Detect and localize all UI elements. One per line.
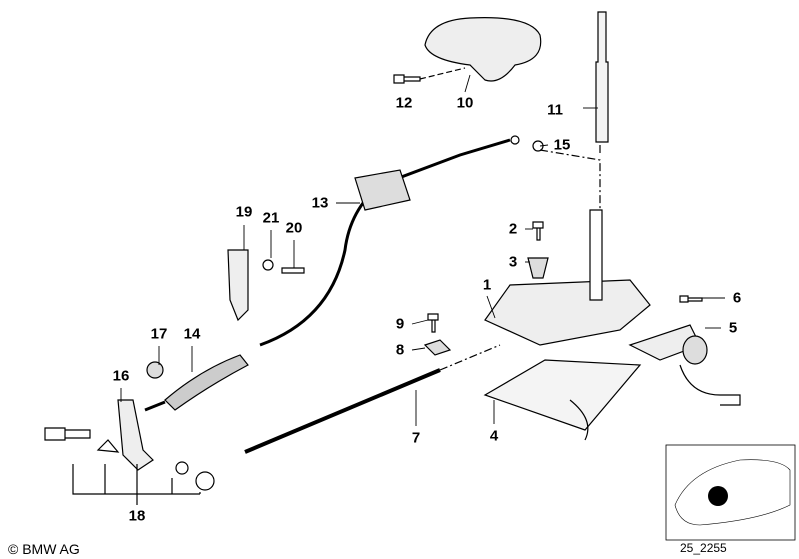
part-11-selector-rod[interactable] [595, 11, 609, 143]
callout-9[interactable]: 9 [395, 315, 405, 333]
callout-17[interactable]: 17 [150, 325, 168, 343]
callout-12[interactable]: 12 [395, 94, 413, 112]
callout-16[interactable]: 16 [112, 367, 130, 385]
callout-11[interactable]: 11 [547, 101, 563, 119]
copyright: © BMW AG [8, 541, 80, 557]
callout-18[interactable]: 18 [128, 507, 146, 525]
callout-15[interactable]: 15 [553, 136, 571, 154]
part-1-shift-housing[interactable] [484, 279, 651, 346]
callout-1[interactable]: 1 [482, 276, 492, 294]
part-18-bolt[interactable] [44, 427, 91, 441]
part-12-screw[interactable] [393, 74, 421, 84]
callout-13[interactable]: 13 [311, 194, 329, 212]
part-17-bushing[interactable] [146, 361, 164, 379]
location-marker-dot [708, 486, 728, 506]
part-3-clip[interactable] [527, 257, 549, 279]
part-20-bolt[interactable] [281, 267, 305, 274]
reference-code: 25_2255 [680, 541, 727, 555]
part-10-shift-knob[interactable] [424, 17, 542, 82]
callout-7[interactable]: 7 [411, 429, 421, 447]
vehicle-location-inset [665, 444, 796, 541]
callout-6[interactable]: 6 [732, 289, 742, 307]
callout-10[interactable]: 10 [456, 94, 474, 112]
part-14-bellows[interactable] [164, 354, 249, 411]
callout-20[interactable]: 20 [285, 219, 303, 237]
callout-8[interactable]: 8 [395, 341, 405, 359]
part-19-bracket[interactable] [227, 249, 249, 322]
part-9-screw[interactable] [427, 313, 439, 333]
callout-14[interactable]: 14 [183, 325, 201, 343]
part-6-screw[interactable] [679, 295, 703, 303]
part-16-lever[interactable] [117, 399, 154, 471]
callout-3[interactable]: 3 [508, 253, 518, 271]
callout-2[interactable]: 2 [508, 220, 518, 238]
callout-19[interactable]: 19 [235, 203, 253, 221]
callout-4[interactable]: 4 [489, 427, 499, 445]
part-2-screw[interactable] [532, 221, 544, 241]
part-7-shift-cable[interactable] [244, 368, 441, 454]
callout-5[interactable]: 5 [728, 319, 738, 337]
part-21-washer[interactable] [262, 259, 274, 271]
part-4-gasket-plate[interactable] [483, 359, 642, 431]
callout-21[interactable]: 21 [262, 209, 280, 227]
part-8-clip[interactable] [423, 339, 452, 356]
